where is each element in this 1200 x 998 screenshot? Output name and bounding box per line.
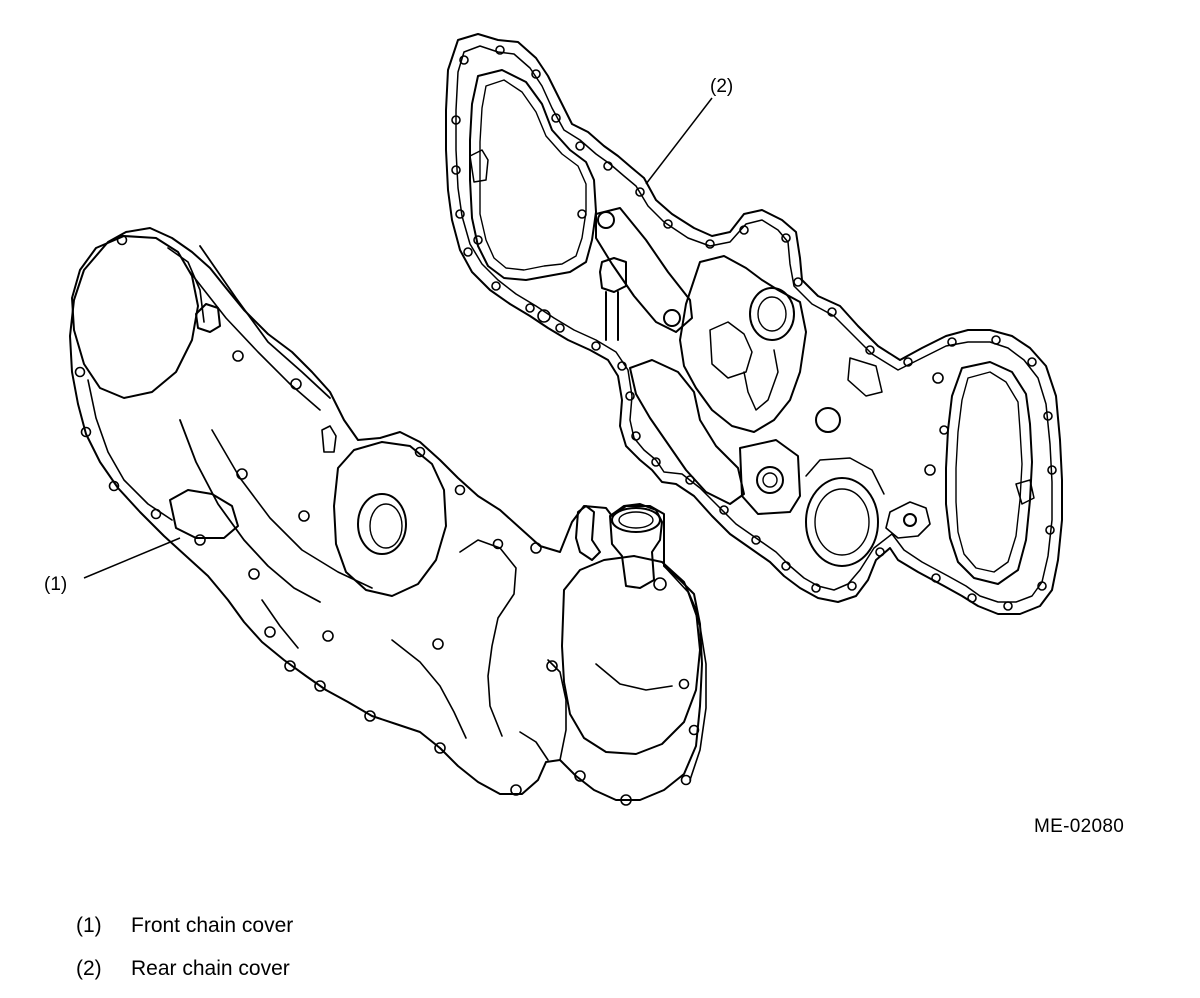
figure-id: ME-02080 [1034,816,1125,837]
leader-line-front [83,537,181,579]
front-cover-left-bulge [169,489,239,539]
front-cover-crank-opening [357,493,407,555]
rear-chain-cover [445,33,1063,615]
front-cover-outline [69,227,703,801]
rear-cover-oil-seal-lower [805,477,879,567]
legend-label: Rear chain cover [131,957,290,980]
callout-rear: (2) [710,76,733,97]
rear-cover-center-housing [679,255,807,433]
legend-number: (1) [76,914,102,937]
rear-cover-boss-block [739,439,801,515]
front-cover-upper-boss [195,303,221,333]
legend-label: Front chain cover [131,914,294,937]
rear-cover-oil-seal-upper [749,287,795,341]
rear-cover-upper-window-inner [479,79,587,271]
parts-legend: (1) Front chain cover (2) Rear chain cov… [76,904,293,990]
legend-number: (2) [76,957,102,980]
front-chain-cover [69,227,707,806]
front-cover-bolt-holes [74,234,700,806]
rear-cover-right-window-inner [955,371,1023,573]
front-cover-pipe [575,505,601,561]
callout-front: (1) [44,574,67,595]
front-cover-crank-boss [333,441,447,597]
legend-item: (1) Front chain cover [76,904,293,947]
rear-cover-lower-rib [629,359,745,505]
front-cover-upper-dome [71,235,199,399]
front-cover-right-housing [561,555,701,755]
rear-cover-gasket-line [455,45,1053,603]
legend-item: (2) Rear chain cover [76,947,293,990]
leader-lines [83,97,713,579]
rear-cover-post [599,257,627,341]
rear-cover-right-window [945,361,1033,585]
front-cover-ridge-upper [199,245,331,399]
rear-cover-bolt-holes [451,45,1057,611]
rear-cover-upper-window [469,69,597,281]
front-cover-filler-neck [609,503,663,589]
front-cover-sweep-curve [179,419,321,603]
leader-line-rear [645,97,713,185]
rear-cover-outline [445,33,1063,615]
